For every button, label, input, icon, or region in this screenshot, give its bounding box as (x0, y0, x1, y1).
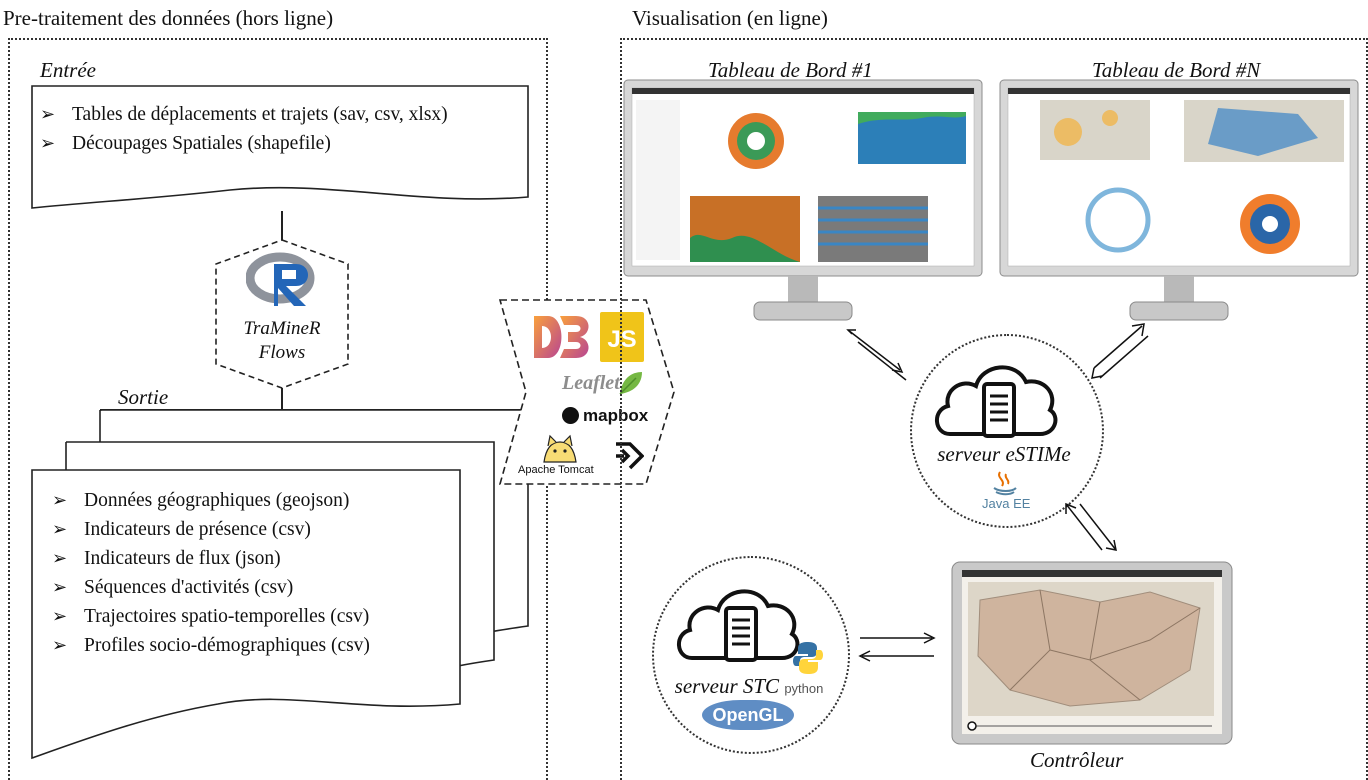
mapbox-logo-icon: mapbox (562, 406, 648, 426)
output-label: Sortie (118, 385, 169, 409)
controller-tablet (951, 561, 1233, 745)
java-logo-icon (993, 471, 1017, 496)
arrows-dashboard-n-server (1091, 323, 1149, 379)
input-label: Entrée (40, 58, 96, 82)
dashboard-1-label: Tableau de Bord #1 (708, 58, 873, 82)
arrows-dashboard-1-server (846, 329, 907, 381)
opengl-label: OpenGL (712, 705, 784, 725)
output-item: Séquences d'activités (csv) (48, 573, 468, 602)
dashboard-n-monitor (999, 79, 1359, 321)
r-logo-icon (246, 252, 315, 306)
left-panel-title: Pre-traitement des données (hors ligne) (3, 6, 334, 30)
controller-label: Contrôleur (1030, 748, 1124, 772)
tomcat-label: Apache Tomcat (518, 464, 594, 476)
stc-server-circle (652, 556, 850, 754)
output-item: Trajectoires spatio-temporelles (csv) (48, 602, 468, 631)
mapbox-label: mapbox (583, 406, 649, 425)
tomcat-logo-icon (543, 434, 577, 463)
tool-flows: Flows (258, 342, 306, 363)
input-list: Tables de déplacements et trajets (sav, … (36, 100, 506, 158)
right-panel-frame (620, 38, 1368, 780)
estime-server-label: serveur eSTIMe (937, 442, 1071, 466)
connector-line (281, 388, 283, 410)
arrows-server-controller (1065, 502, 1117, 551)
arrows-stc-controller (858, 632, 936, 662)
python-label: python (784, 681, 824, 696)
output-list: Données géographiques (geojson) Indicate… (48, 486, 468, 660)
input-item: Découpages Spatiales (shapefile) (36, 129, 506, 158)
output-item: Indicateurs de flux (json) (48, 544, 468, 573)
leaflet-label: Leaflet (562, 372, 620, 394)
java-ee-label: Java EE (982, 496, 1030, 511)
python-logo-icon (793, 642, 823, 674)
cloud-server-icon (935, 365, 1058, 438)
dashboard-n-label: Tableau de Bord #N (1092, 58, 1261, 82)
tool-traminer: TraMineR (243, 318, 321, 339)
stc-server-label: serveur STC python (664, 674, 834, 699)
java-ee-text: Java EE (982, 496, 1031, 511)
estime-server-circle (910, 334, 1104, 528)
d3-logo-icon (534, 316, 589, 358)
output-item: Données géographiques (geojson) (48, 486, 468, 515)
right-panel-title: Visualisation (en ligne) (632, 6, 828, 30)
output-item: Indicateurs de présence (csv) (48, 515, 468, 544)
leaflet-logo-icon: Leaflet (562, 372, 620, 395)
stc-server-text: serveur STC (674, 674, 780, 698)
cloud-server-icon (677, 589, 800, 662)
connector-line (281, 211, 283, 243)
opengl-logo-icon: OpenGL (702, 700, 794, 730)
input-item: Tables de déplacements et trajets (sav, … (36, 100, 506, 129)
dashboard-1-monitor (623, 79, 983, 321)
output-item: Profiles socio-démographiques (csv) (48, 631, 468, 660)
